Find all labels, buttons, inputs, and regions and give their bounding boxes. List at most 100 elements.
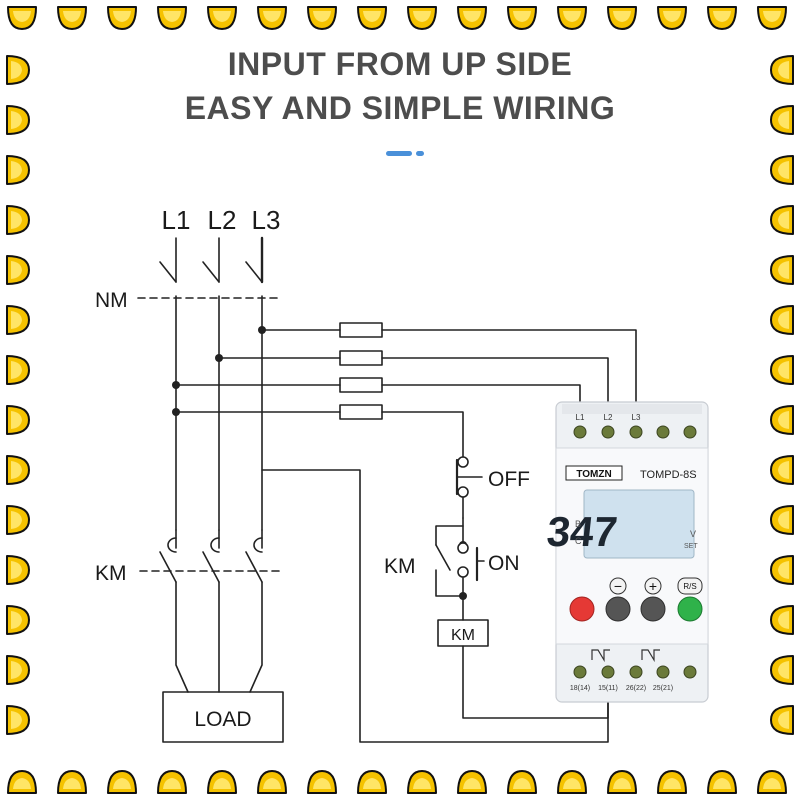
phase-label-l1: L1 bbox=[162, 205, 191, 235]
border-tile bbox=[6, 455, 30, 485]
lcd-voltage-reading: 347 bbox=[545, 508, 620, 555]
border-tile bbox=[770, 605, 794, 635]
minus-label: − bbox=[614, 578, 622, 594]
top-terminal-screw bbox=[601, 425, 615, 439]
border-tile bbox=[407, 770, 437, 794]
indicator-b: B bbox=[575, 519, 581, 529]
title-accent-bar bbox=[386, 151, 426, 157]
border-tile bbox=[6, 405, 30, 435]
model-label: TOMPD-8S bbox=[640, 469, 697, 481]
breaker-blade-l1 bbox=[159, 261, 177, 283]
aux-contact-lower bbox=[435, 569, 464, 597]
on-button-label: ON bbox=[488, 552, 520, 575]
bottom-terminal-screw bbox=[629, 665, 643, 679]
border-tile bbox=[757, 770, 787, 794]
border-tile bbox=[770, 455, 794, 485]
border-tile bbox=[507, 770, 537, 794]
minus-button[interactable] bbox=[605, 596, 631, 622]
relay-contact-2-icon bbox=[641, 649, 660, 663]
top-terminal-screw bbox=[629, 425, 643, 439]
border-tile bbox=[6, 555, 30, 585]
border-tile bbox=[770, 555, 794, 585]
border-tile bbox=[6, 605, 30, 635]
border-tile bbox=[7, 770, 37, 794]
border-tile bbox=[757, 6, 787, 30]
border-tile bbox=[357, 770, 387, 794]
border-tile bbox=[770, 655, 794, 685]
junction-dot bbox=[258, 326, 266, 334]
border-tile bbox=[157, 6, 187, 30]
headline-line-2: EASY AND SIMPLE WIRING bbox=[184, 90, 616, 126]
bottom-terminal-label: 25(21) bbox=[653, 685, 673, 692]
border-tile bbox=[6, 705, 30, 735]
load-line-l1 bbox=[175, 581, 189, 693]
top-terminal-screw bbox=[683, 425, 697, 439]
bottom-terminal-label: 26(22) bbox=[626, 685, 646, 692]
border-tile bbox=[607, 6, 637, 30]
border-tile bbox=[6, 355, 30, 385]
relay-contact-1-icon bbox=[591, 649, 610, 663]
border-tile bbox=[407, 6, 437, 30]
rs-button[interactable] bbox=[677, 596, 703, 622]
on-button-terminal-top bbox=[457, 542, 469, 554]
border-tile bbox=[6, 305, 30, 335]
junction-dot bbox=[172, 408, 180, 416]
brand-logo: TOMZN bbox=[576, 469, 611, 480]
border-tile bbox=[6, 655, 30, 685]
fuse-1 bbox=[339, 322, 383, 338]
border-tile bbox=[6, 205, 30, 235]
contactor-arc-l2 bbox=[210, 537, 220, 553]
load-line-l3 bbox=[249, 581, 263, 693]
minus-icon bbox=[609, 577, 627, 595]
voltage-relay-device: L1 L2 L3 TOMZN TOMPD-8S 347 B C V SET bbox=[545, 401, 709, 703]
border-tile bbox=[770, 705, 794, 735]
load-box bbox=[162, 691, 284, 743]
headline-line-1: INPUT FROM UP SIDE bbox=[227, 46, 573, 82]
top-terminal-screw bbox=[573, 425, 587, 439]
border-tile bbox=[207, 6, 237, 30]
top-terminal-label-l1: L1 bbox=[576, 413, 585, 422]
aux-contact-blade bbox=[435, 544, 451, 571]
border-tile bbox=[107, 6, 137, 30]
top-terminal-label-l3: L3 bbox=[632, 413, 641, 422]
device-top-rail bbox=[562, 404, 702, 414]
border-tile bbox=[57, 770, 87, 794]
top-terminal-screw bbox=[656, 425, 670, 439]
border-tile bbox=[157, 770, 187, 794]
border-tile bbox=[657, 6, 687, 30]
junction-dot bbox=[459, 592, 467, 600]
bottom-terminal-screw bbox=[601, 665, 615, 679]
aux-contact-label: KM bbox=[384, 555, 416, 578]
wire-to-l3-terminal bbox=[381, 329, 637, 413]
border-tile bbox=[770, 405, 794, 435]
off-button-label: OFF bbox=[488, 468, 530, 491]
border-tile bbox=[707, 6, 737, 30]
bottom-terminal-label: 15(11) bbox=[598, 685, 618, 692]
phase-label-l3: L3 bbox=[252, 205, 281, 235]
load-label: LOAD bbox=[194, 708, 251, 731]
plus-icon bbox=[644, 577, 662, 595]
border-tile bbox=[357, 6, 387, 30]
bottom-terminal-screw bbox=[683, 665, 697, 679]
wire-to-l2-terminal bbox=[381, 357, 609, 413]
border-tile bbox=[770, 155, 794, 185]
plus-label: + bbox=[649, 578, 657, 594]
phase-label-l2: L2 bbox=[208, 205, 237, 235]
border-tile bbox=[6, 505, 30, 535]
plus-button[interactable] bbox=[640, 596, 666, 622]
border-tile bbox=[457, 770, 487, 794]
contactor-arc-l1 bbox=[167, 537, 177, 553]
brand-logo-box bbox=[565, 465, 623, 481]
on-button-terminal-bottom bbox=[457, 566, 469, 578]
red-button[interactable] bbox=[569, 596, 595, 622]
border-tile bbox=[457, 6, 487, 30]
border-tile bbox=[107, 770, 137, 794]
fuse-3 bbox=[339, 377, 383, 393]
border-tile bbox=[607, 770, 637, 794]
junction-dot bbox=[172, 381, 180, 389]
border-tile bbox=[770, 105, 794, 135]
lcd-display bbox=[583, 489, 695, 559]
indicator-c: C bbox=[575, 536, 582, 546]
